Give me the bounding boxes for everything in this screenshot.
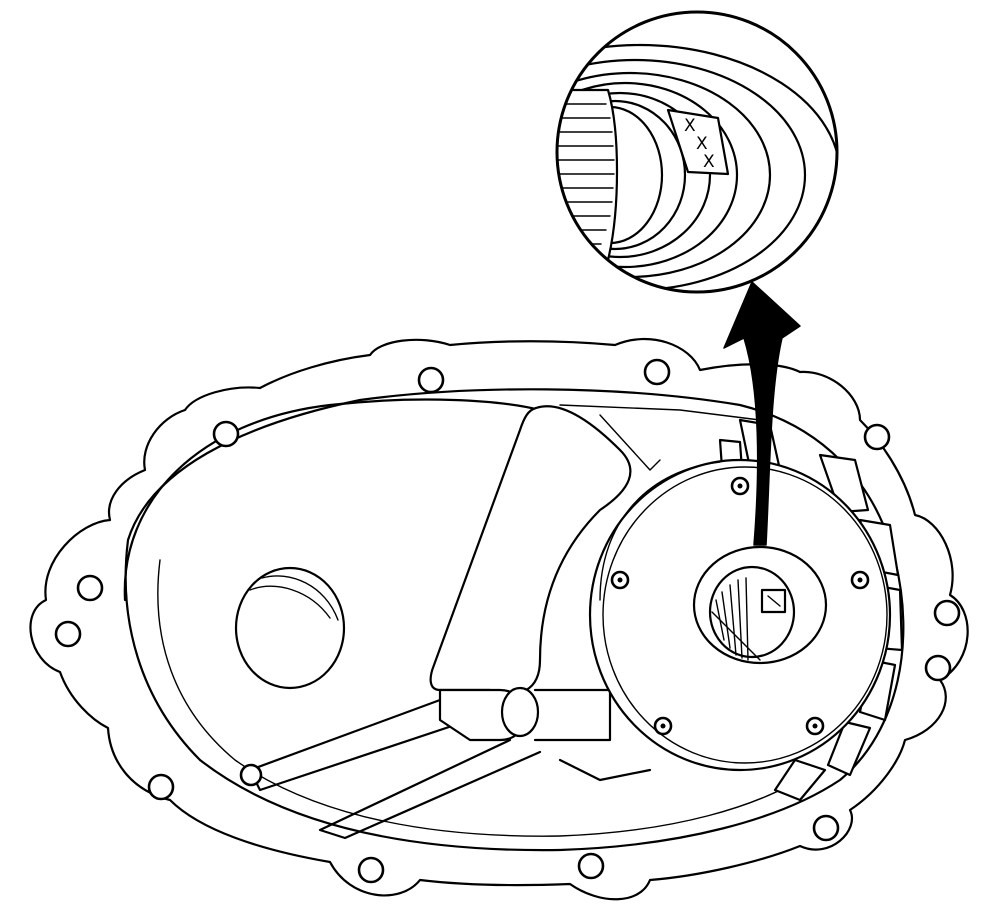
lower-strut-3 (558, 758, 652, 782)
left-boss-shading (261, 575, 339, 621)
left-boss-shading-2 (249, 585, 331, 619)
bore-marking-patch (760, 588, 787, 614)
housing-inner-contour (157, 559, 816, 837)
marking-char-2: X (696, 134, 708, 154)
upper-rib (559, 404, 761, 421)
housing-inner-flange-line (124, 388, 905, 852)
center-web (429, 405, 632, 695)
marking-char-3: X (703, 152, 715, 172)
marking-char-1: X (684, 116, 696, 136)
bore-marking-detail (767, 595, 781, 607)
shift-rail-end (500, 686, 540, 738)
shift-rail (533, 688, 612, 742)
retainer-shadow (599, 461, 721, 601)
detail-magnifier: X X X (555, 10, 839, 294)
retainer-bolts (610, 476, 870, 736)
left-cover-rim (123, 398, 542, 602)
left-bearing-boss (234, 566, 346, 690)
output-shaft-splines (711, 577, 761, 661)
detail-marking-plate (666, 108, 730, 176)
upper-rib-2 (599, 414, 661, 471)
callout-arrow (723, 281, 801, 546)
mounting-holes (54, 358, 961, 884)
lower-strut-2 (318, 738, 542, 840)
output-retainer-face (602, 466, 888, 764)
